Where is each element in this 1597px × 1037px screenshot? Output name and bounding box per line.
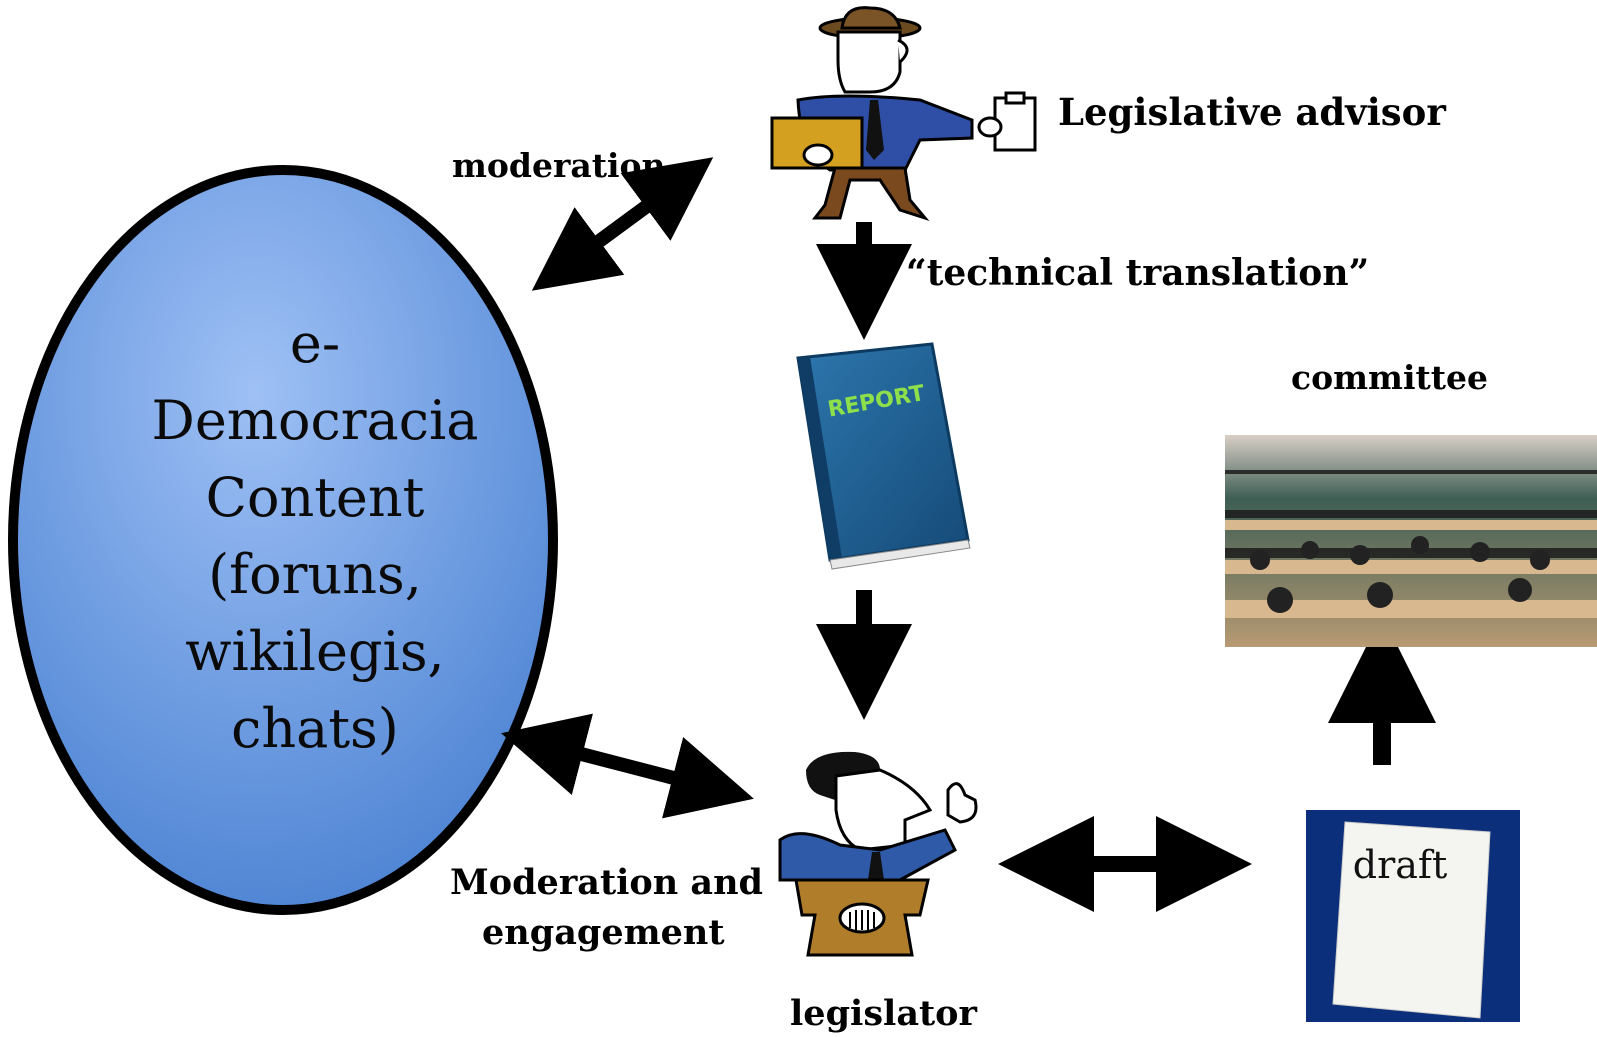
moderation-and-engagement-label-line1: Moderation and <box>450 862 763 903</box>
ellipse-legislator-arrow <box>501 713 754 819</box>
ellipse-line: Content <box>205 466 425 529</box>
draft-background <box>1306 810 1520 1022</box>
legislator-figure-icon <box>778 751 978 957</box>
legislative-advisor-label: Legislative advisor <box>1058 90 1446 134</box>
ellipse-line: e- <box>289 312 341 375</box>
draft-label: draft <box>1352 843 1448 887</box>
committee-label: committee <box>1291 358 1488 397</box>
ellipse-line: (foruns, <box>208 543 422 606</box>
edemocracia-content-text: e- Democracia Content (foruns, wikilegis… <box>115 305 515 767</box>
report-book-icon <box>796 342 971 570</box>
ellipse-line: wikilegis, <box>185 620 445 683</box>
ellipse-line: Democracia <box>151 389 479 452</box>
moderation-label: moderation <box>452 146 666 185</box>
moderation-and-engagement-label-line2: engagement <box>482 912 725 953</box>
ellipse-line: chats) <box>231 697 399 760</box>
edemocracia-ellipse <box>8 165 558 915</box>
legislator-label: legislator <box>790 993 977 1034</box>
technical-translation-label: “technical translation” <box>906 252 1370 294</box>
committee-photo-icon <box>1225 435 1597 647</box>
advisor-figure-icon <box>770 6 1037 221</box>
moderation-arrow <box>531 157 714 291</box>
